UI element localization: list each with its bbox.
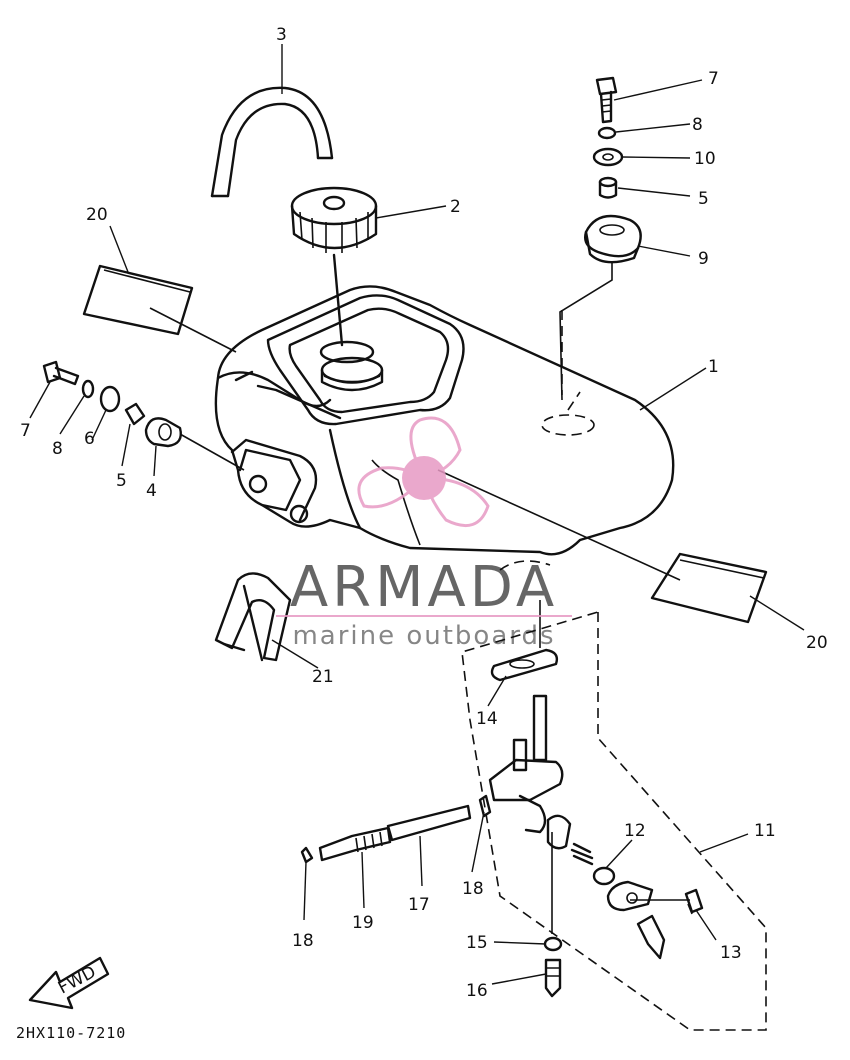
callout-5-left: 5 — [116, 471, 127, 491]
hose-clip-part-21 — [214, 572, 292, 662]
callout-7-right: 7 — [708, 69, 719, 89]
callout-21: 21 — [312, 667, 334, 687]
callout-1: 1 — [708, 357, 719, 377]
fuel-cock-assembly-part-11 — [461, 600, 767, 1031]
fuel-line-parts — [300, 794, 492, 864]
fuel-cap-part-2 — [290, 186, 378, 347]
callout-12: 12 — [624, 821, 646, 841]
callout-labels: 1 2 3 4 5 5 6 7 7 8 8 9 10 11 12 13 14 1… — [20, 25, 828, 1001]
watermark-brand: ARMADA — [290, 555, 558, 620]
callout-3: 3 — [276, 25, 287, 45]
callout-9: 9 — [698, 249, 709, 269]
propeller-logo-icon — [357, 416, 490, 528]
breather-hose-part-3 — [210, 86, 334, 198]
callout-16: 16 — [466, 981, 488, 1001]
mount-hardware-stack-left — [42, 360, 245, 471]
leader-lines — [29, 44, 805, 985]
propeller-hub-icon — [402, 456, 446, 500]
callout-20-left: 20 — [86, 205, 108, 225]
watermark-tagline: marine outboards — [292, 621, 555, 651]
armada-watermark: ARMADA marine outboards — [276, 416, 572, 651]
callout-5-right: 5 — [698, 189, 709, 209]
fuel-tank-part-1 — [214, 285, 675, 571]
decal-part-20-left — [82, 264, 237, 353]
callout-13: 13 — [720, 943, 742, 963]
callout-18-right: 18 — [462, 879, 484, 899]
callout-19: 19 — [352, 913, 374, 933]
callout-11: 11 — [754, 821, 776, 841]
callout-10: 10 — [694, 149, 716, 169]
callout-20-right: 20 — [806, 633, 828, 653]
callout-8-right: 8 — [692, 115, 703, 135]
decal-part-20-right — [437, 469, 768, 624]
callout-4: 4 — [146, 481, 157, 501]
diagram-code: 2HX110-7210 — [16, 1024, 126, 1042]
callout-6: 6 — [84, 429, 95, 449]
forward-arrow-icon: FWD — [28, 956, 110, 1010]
callout-8-left: 8 — [52, 439, 63, 459]
callout-17: 17 — [408, 895, 430, 915]
callout-14: 14 — [476, 709, 498, 729]
callout-18-left: 18 — [292, 931, 314, 951]
callout-7-left: 7 — [20, 421, 31, 441]
mount-hardware-stack-right — [559, 76, 642, 401]
callout-2: 2 — [450, 197, 461, 217]
callout-15: 15 — [466, 933, 488, 953]
